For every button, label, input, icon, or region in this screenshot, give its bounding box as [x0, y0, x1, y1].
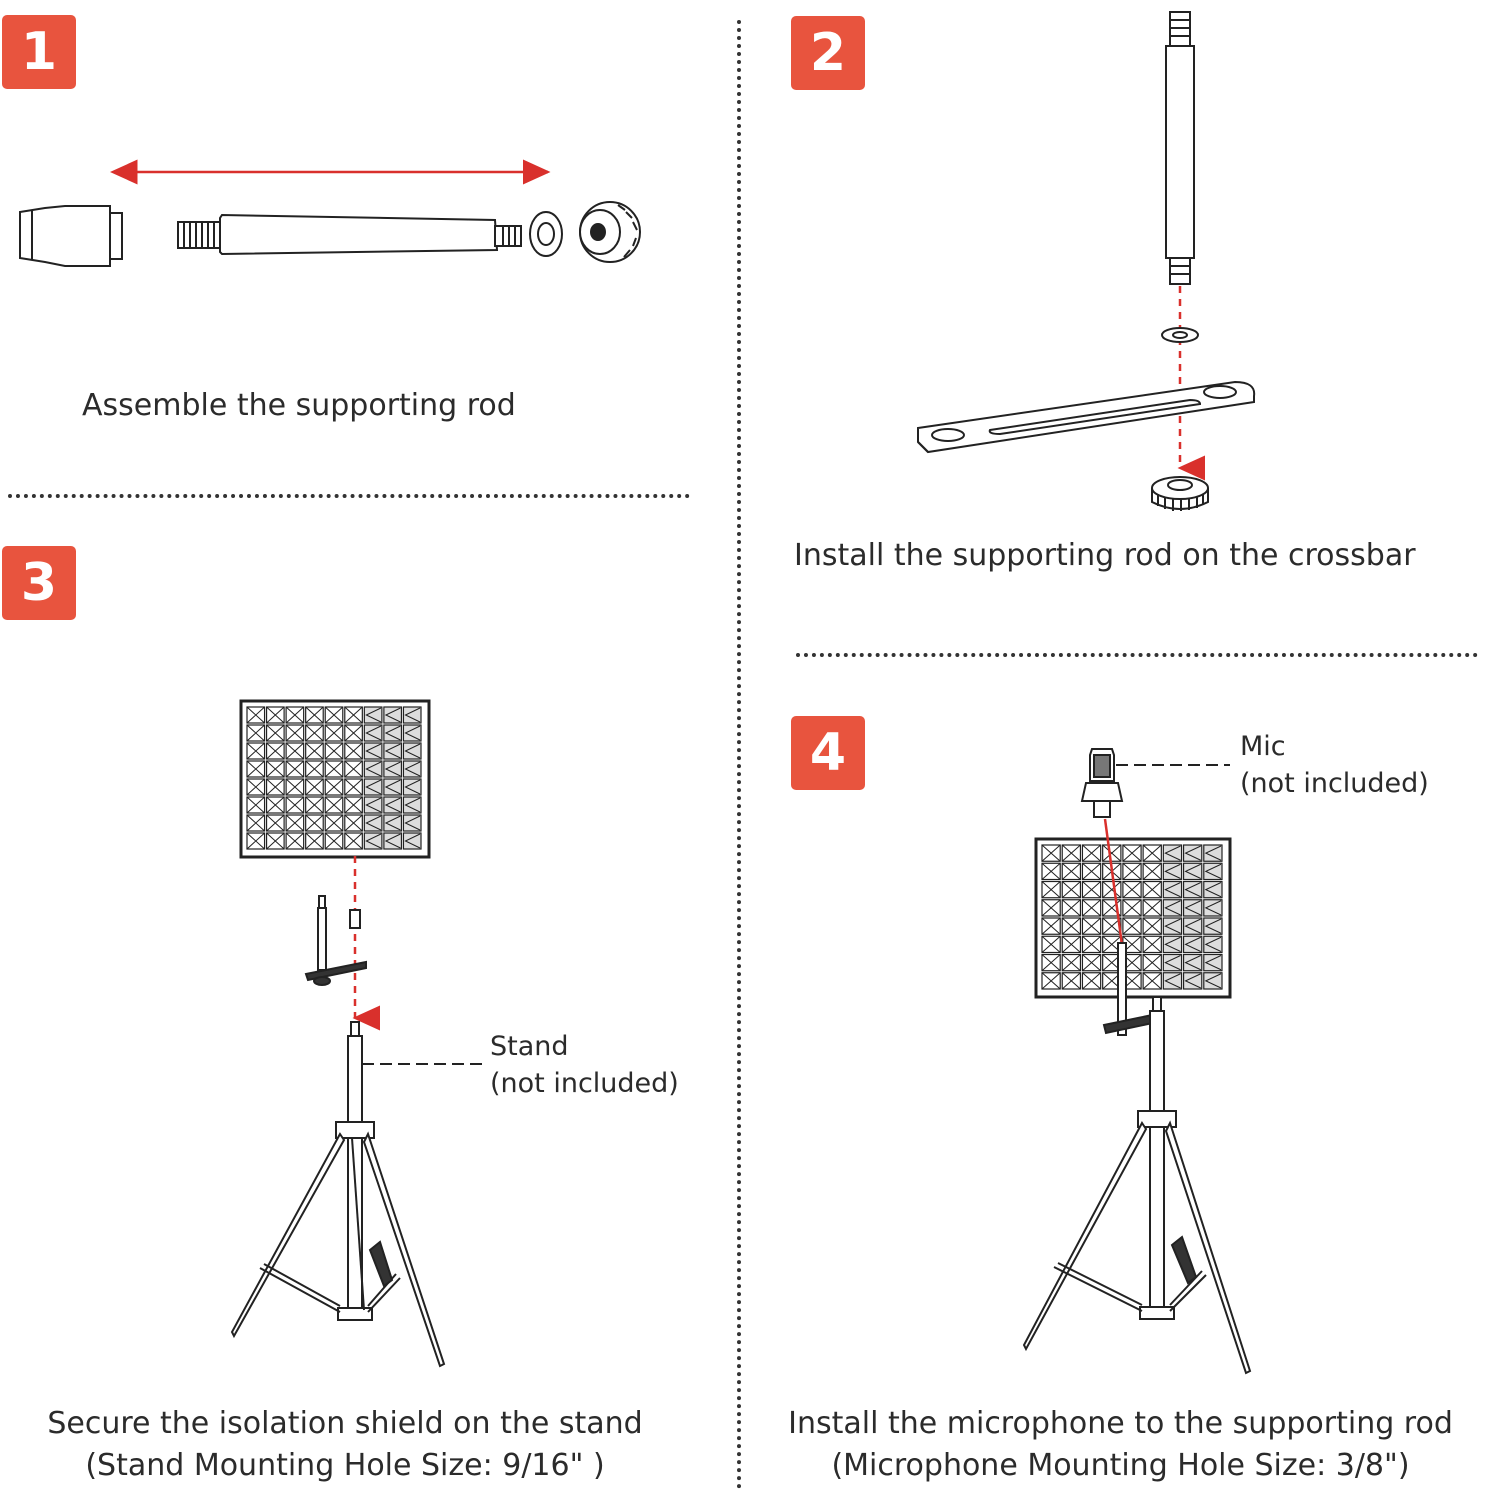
threaded-rod-icon: [177, 213, 522, 256]
mic-label-line1: Mic: [1240, 731, 1286, 762]
tripod-stand-icon: [230, 1021, 446, 1368]
adapter-icon: [19, 205, 123, 267]
step-3-caption-line1: Secure the isolation shield on the stand: [47, 1406, 643, 1441]
step-4-badge: 4: [791, 716, 865, 790]
step-3-badge: 3: [2, 546, 76, 620]
step-3-illustration: [230, 856, 488, 1368]
step-3-caption: Secure the isolation shield on the stand…: [0, 1403, 690, 1487]
step-4-caption-line1: Install the microphone to the supporting…: [788, 1406, 1453, 1441]
isolation-shield-icon: [239, 699, 431, 859]
microphone-icon: [1080, 748, 1230, 818]
tripod-stand-icon: [1022, 942, 1252, 1375]
horizontal-divider-left: [8, 494, 690, 498]
step-2-illustration: [917, 11, 1256, 511]
step-2-badge: 2: [791, 16, 865, 90]
knob-icon: [1151, 476, 1209, 511]
knob-icon: [579, 201, 641, 263]
step-4-illustration: [1022, 818, 1252, 1375]
step-1-badge: 1: [2, 15, 76, 89]
washer-icon: [1161, 327, 1199, 343]
step-2-caption: Install the supporting rod on the crossb…: [794, 538, 1416, 573]
stand-label-line1: Stand: [490, 1031, 569, 1062]
isolation-shield-icon: [1034, 837, 1232, 999]
mic-label: Mic (not included): [1240, 728, 1429, 802]
threaded-rod-icon: [1165, 11, 1195, 285]
step-1-caption: Assemble the supporting rod: [82, 388, 516, 423]
washer-icon: [529, 211, 563, 257]
mic-label-line2: (not included): [1240, 768, 1429, 799]
step-4-caption: Install the microphone to the supporting…: [744, 1403, 1497, 1487]
horizontal-divider-right: [796, 653, 1478, 657]
stand-label-line2: (not included): [490, 1068, 679, 1099]
step-1-illustration: [19, 159, 641, 267]
step-3-caption-line2: (Stand Mounting Hole Size: 9/16" ): [85, 1448, 605, 1483]
crossbar-icon: [917, 380, 1256, 454]
vertical-divider: [737, 20, 741, 1490]
step-4-caption-line2: (Microphone Mounting Hole Size: 3/8"): [831, 1448, 1410, 1483]
stand-label: Stand (not included): [490, 1028, 679, 1102]
